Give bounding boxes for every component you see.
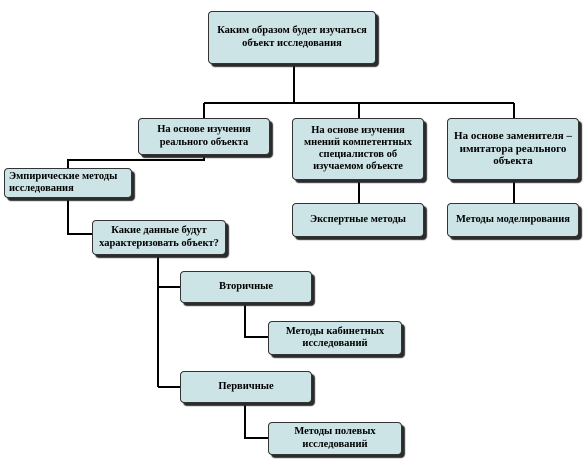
real-object-node: На основе изучения реального объекта bbox=[138, 118, 270, 155]
empirical-methods-node: Эмпирические методы исследования bbox=[4, 168, 132, 198]
expert-methods-node: Экспертные методы bbox=[292, 203, 424, 237]
primary-node: Первичные bbox=[180, 371, 312, 403]
field-research-node: Методы полевых исследований bbox=[268, 422, 402, 455]
connector-data-question bbox=[67, 198, 92, 235]
data-question-node: Какие данные будут характеризовать объек… bbox=[92, 220, 226, 255]
connector-field-research bbox=[244, 403, 268, 439]
root-node: Каким образом будет изучаться объект исс… bbox=[208, 11, 376, 64]
connector-empirical-methods bbox=[67, 155, 205, 168]
desk-research-node: Методы кабинетных исследований bbox=[268, 321, 402, 355]
simulator-node: На основе заменителя – имитатора реально… bbox=[447, 118, 579, 180]
secondary-node: Вторичные bbox=[180, 271, 312, 303]
modeling-methods-node: Методы моделирования bbox=[447, 203, 579, 237]
connector-desk-research bbox=[244, 303, 268, 338]
expert-opinion-node: На основе изучения мнений компетентных с… bbox=[292, 118, 424, 180]
